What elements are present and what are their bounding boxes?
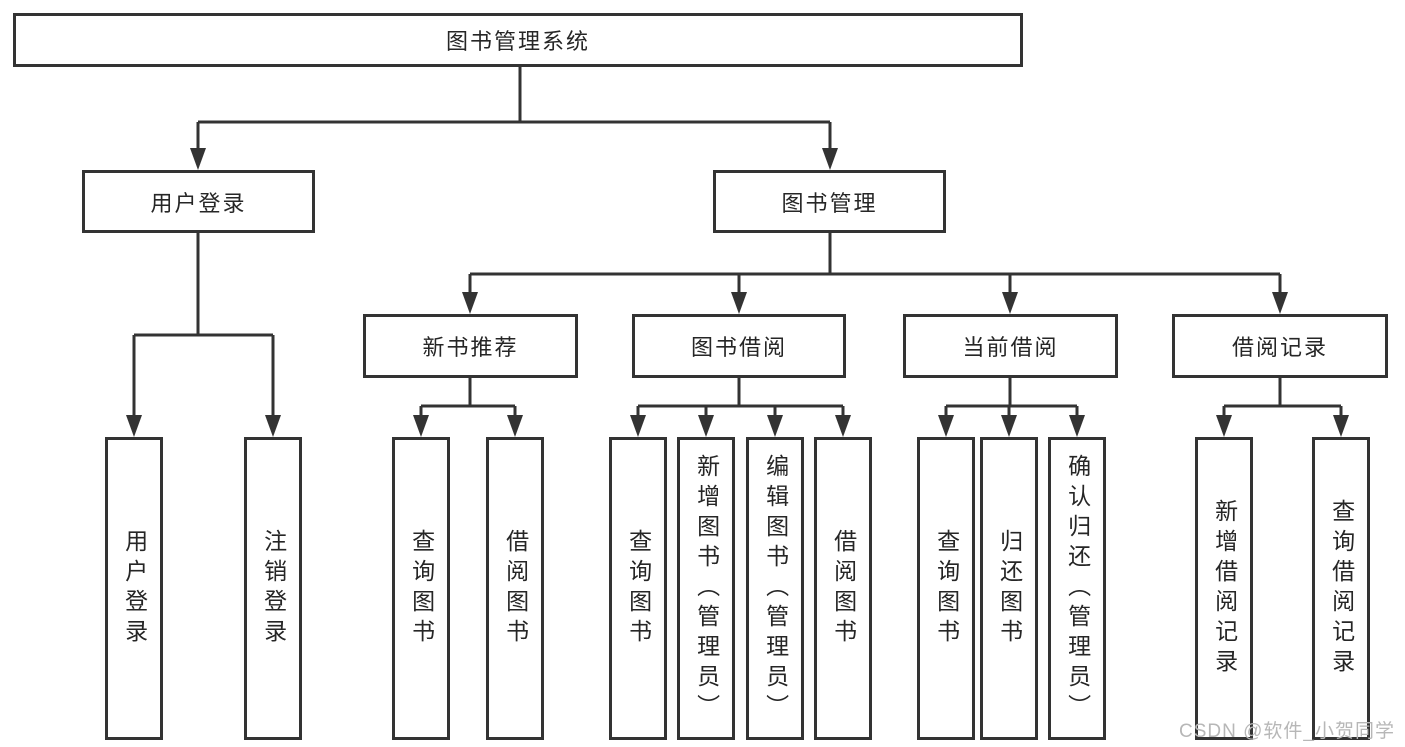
leaf-query-books-current: 查询图书 xyxy=(917,437,975,740)
node-current-borrow-label: 当前借阅 xyxy=(962,335,1059,360)
node-book-management: 图书管理 xyxy=(713,170,946,233)
leaf-query-borrow-record-label: 查询借阅记录 xyxy=(1328,498,1355,679)
connector-book-management-children xyxy=(468,233,1282,293)
arrowhead xyxy=(767,415,783,437)
connector-lines xyxy=(132,67,1343,418)
connector-root-to-level2 xyxy=(196,67,832,150)
leaf-query-books-borrow-label: 查询图书 xyxy=(625,528,652,649)
node-book-management-label: 图书管理 xyxy=(781,190,878,216)
leaf-borrow-books: 借阅图书 xyxy=(814,437,872,740)
arrowhead xyxy=(698,415,714,437)
csdn-watermark: CSDN @软件_小贺同学 xyxy=(1179,721,1395,742)
arrowhead xyxy=(630,415,646,437)
arrowhead xyxy=(835,415,851,437)
arrowhead xyxy=(938,415,954,437)
leaf-edit-book-admin: 编辑图书（管理员） xyxy=(746,437,804,740)
node-root: 图书管理系统 xyxy=(13,13,1023,67)
node-user-login: 用户登录 xyxy=(82,170,315,233)
connector-current-borrow-children xyxy=(944,378,1079,418)
arrowhead xyxy=(1216,415,1232,437)
leaf-borrow-books-recommend-label: 借阅图书 xyxy=(502,528,529,649)
leaf-query-books-current-label: 查询图书 xyxy=(933,528,960,649)
leaf-add-borrow-record-label: 新增借阅记录 xyxy=(1211,498,1238,679)
leaf-logout-label: 注销登录 xyxy=(260,528,287,649)
arrowheads xyxy=(126,148,1349,437)
node-book-borrow: 图书借阅 xyxy=(632,314,846,378)
leaf-logout: 注销登录 xyxy=(244,437,302,740)
node-book-borrow-label: 图书借阅 xyxy=(690,335,787,360)
leaf-borrow-books-label: 借阅图书 xyxy=(830,528,857,649)
leaf-edit-book-admin-label: 编辑图书（管理员） xyxy=(762,453,789,724)
leaf-query-books-borrow: 查询图书 xyxy=(609,437,667,740)
leaf-query-books-recommend-label: 查询图书 xyxy=(408,528,435,649)
leaf-add-book-admin-label: 新增图书（管理员） xyxy=(693,453,720,724)
leaf-user-login: 用户登录 xyxy=(105,437,163,740)
connector-borrow-records-children xyxy=(1222,378,1343,418)
node-current-borrow: 当前借阅 xyxy=(903,314,1118,378)
node-root-label: 图书管理系统 xyxy=(445,29,590,54)
leaf-user-login-label: 用户登录 xyxy=(121,528,148,649)
arrowhead xyxy=(1272,292,1288,314)
node-user-login-label: 用户登录 xyxy=(150,190,247,216)
node-new-book-recommend: 新书推荐 xyxy=(363,314,578,378)
leaf-query-borrow-record: 查询借阅记录 xyxy=(1312,437,1370,740)
arrowhead xyxy=(1333,415,1349,437)
arrowhead xyxy=(1001,415,1017,437)
leaf-add-book-admin: 新增图书（管理员） xyxy=(677,437,735,740)
arrowhead xyxy=(190,148,206,170)
connector-user-login-children xyxy=(132,233,275,417)
connector-new-book-recommend-children xyxy=(419,378,517,418)
arrowhead xyxy=(822,148,838,170)
node-borrow-records-label: 借阅记录 xyxy=(1231,335,1328,360)
arrowhead xyxy=(265,415,281,437)
leaf-borrow-books-recommend: 借阅图书 xyxy=(486,437,544,740)
leaf-return-book: 归还图书 xyxy=(980,437,1038,740)
arrowhead xyxy=(507,415,523,437)
leaf-confirm-return-admin: 确认归还（管理员） xyxy=(1048,437,1106,740)
arrowhead xyxy=(462,292,478,314)
leaf-query-books-recommend: 查询图书 xyxy=(392,437,450,740)
arrowhead xyxy=(413,415,429,437)
node-new-book-recommend-label: 新书推荐 xyxy=(422,335,519,360)
arrowhead xyxy=(1002,292,1018,314)
arrowhead xyxy=(126,415,142,437)
leaf-add-borrow-record: 新增借阅记录 xyxy=(1195,437,1253,740)
arrowhead xyxy=(1069,415,1085,437)
arrowhead xyxy=(731,292,747,314)
connector-book-borrow-children xyxy=(636,378,845,418)
leaf-return-book-label: 归还图书 xyxy=(996,528,1023,649)
node-borrow-records: 借阅记录 xyxy=(1172,314,1388,378)
leaf-confirm-return-admin-label: 确认归还（管理员） xyxy=(1064,453,1091,724)
